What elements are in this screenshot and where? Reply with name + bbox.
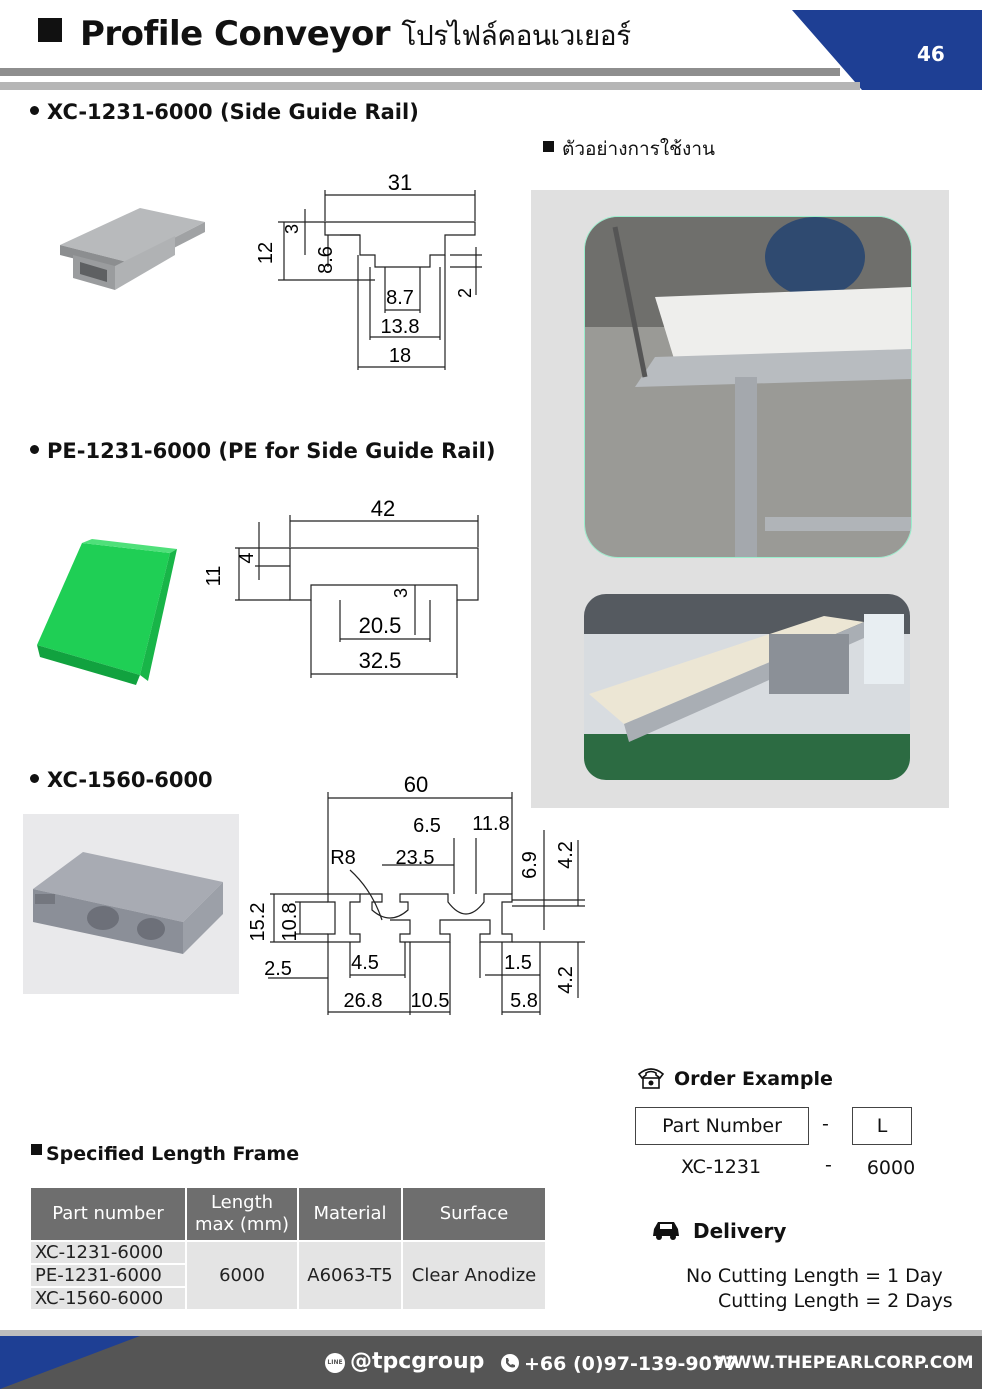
dim-2: 2: [455, 288, 475, 298]
dim-11: 11: [203, 566, 225, 587]
footer-website[interactable]: WWW.THEPEARLCORP.COM: [714, 1353, 974, 1373]
dim-12: 12: [255, 242, 277, 264]
dim-8-6: 8.6: [315, 246, 337, 274]
dim-4-5: 4.5: [351, 952, 379, 974]
dim-23-5: 23.5: [396, 847, 435, 869]
spec-table: Part number Length max (mm) Material Sur…: [29, 1186, 547, 1311]
dim-3: 3: [391, 588, 411, 598]
car-icon: [653, 1222, 679, 1240]
footer-line-id[interactable]: @tpcgroup: [350, 1349, 485, 1374]
order-value-dash: -: [825, 1154, 832, 1176]
conveyor-photo-2-image: [584, 594, 910, 780]
phone-small-icon: [501, 1354, 519, 1372]
dim-20-5: 20.5: [359, 613, 402, 638]
table-cell-part: PE-1231-6000: [31, 1265, 185, 1286]
order-dash: -: [822, 1113, 829, 1135]
dim-15-2: 15.2: [247, 903, 269, 942]
dim-13-8: 13.8: [381, 316, 420, 338]
product-heading-pe1231: PE-1231-6000 (PE for Side Guide Rail): [30, 439, 495, 463]
dim-31: 31: [388, 170, 412, 195]
title-square-icon: [38, 18, 62, 42]
table-cell-part: XC-1560-6000: [31, 1288, 185, 1309]
dim-10-8: 10.8: [279, 903, 301, 942]
col-part-number: Part number: [31, 1188, 185, 1240]
page-badge: [792, 10, 982, 90]
pe1231-profile-image: [37, 539, 177, 685]
table-cell-material: A6063-T5: [299, 1242, 401, 1309]
page-title: Profile Conveyor โปรไฟล์คอนเวเยอร์: [38, 14, 631, 58]
header-rule: [0, 68, 840, 76]
dim-60: 60: [404, 772, 428, 797]
delivery-line-1: No Cutting Length = 1 Day: [686, 1265, 943, 1287]
dim-4-2-bottom: 4.2: [555, 966, 577, 994]
conveyor-photo-2: [584, 594, 910, 780]
footer-band: [0, 1330, 982, 1389]
delivery-line-2: Cutting Length = 2 Days: [718, 1290, 953, 1312]
square-bullet-icon: [543, 141, 554, 152]
table-cell-part: XC-1231-6000: [31, 1242, 185, 1263]
conveyor-photo-1: [584, 216, 912, 558]
order-length-box: L: [852, 1107, 912, 1145]
dim-5-8: 5.8: [510, 990, 538, 1012]
header-rule-light: [0, 82, 860, 90]
dim-4: 4: [236, 552, 258, 563]
application-heading: ตัวอย่างการใช้งาน: [543, 134, 715, 164]
col-material: Material: [299, 1188, 401, 1240]
bullet-icon: [30, 106, 39, 115]
conveyor-photo-1-image: [585, 217, 911, 557]
page-number: 46: [917, 42, 945, 66]
xc1560-profile-image: [23, 814, 239, 994]
dim-42: 42: [371, 496, 395, 521]
dim-4-2-top: 4.2: [555, 841, 577, 869]
dim-18: 18: [389, 345, 411, 367]
xc1231-dimension-drawing: 31 3 12 8.6 8.7 2 13.8 18: [255, 170, 482, 370]
dim-26-8: 26.8: [344, 990, 383, 1012]
product-heading-xc1231: XC-1231-6000 (Side Guide Rail): [30, 100, 419, 124]
order-value-part: XC-1231: [680, 1156, 762, 1178]
bullet-icon: [30, 774, 39, 783]
order-part-number-box: Part Number: [635, 1107, 809, 1145]
order-value-length: 6000: [866, 1157, 916, 1179]
pe1231-dimension-drawing: 42 4 11 3 20.5 32.5: [203, 496, 479, 678]
table-cell-length: 6000: [187, 1242, 297, 1309]
dim-3: 3: [282, 224, 302, 234]
dim-8-7: 8.7: [386, 287, 414, 309]
footer-phone[interactable]: +66 (0)97-139-9077: [524, 1353, 739, 1375]
bullet-icon: [30, 445, 39, 454]
table-cell-surface: Clear Anodize: [403, 1242, 545, 1309]
square-bullet-icon: [31, 1144, 42, 1155]
dim-10-5: 10.5: [411, 990, 450, 1012]
dim-6-9: 6.9: [519, 851, 541, 879]
dim-11-8: 11.8: [472, 813, 509, 835]
xc1560-dimension-drawing: 60 6.5 11.8 R8 23.5 6.9 4.2 15.2 10.8 2.…: [247, 772, 585, 1015]
xc1231-profile-image: [60, 208, 205, 290]
col-length-max: Length max (mm): [187, 1188, 297, 1240]
line-icon: LINE: [325, 1353, 345, 1373]
dim-32-5: 32.5: [359, 648, 402, 673]
dim-r8: R8: [330, 847, 356, 869]
product-heading-xc1560: XC-1560-6000: [30, 768, 213, 792]
delivery-heading: Delivery: [693, 1219, 787, 1243]
dim-2-5: 2.5: [264, 958, 292, 980]
phone-icon: [637, 1068, 665, 1089]
col-surface: Surface: [403, 1188, 545, 1240]
spec-table-heading: Specified Length Frame: [31, 1143, 299, 1165]
dim-1-5: 1.5: [504, 952, 532, 974]
dim-6-5: 6.5: [413, 815, 441, 837]
order-example-heading: Order Example: [674, 1068, 833, 1090]
